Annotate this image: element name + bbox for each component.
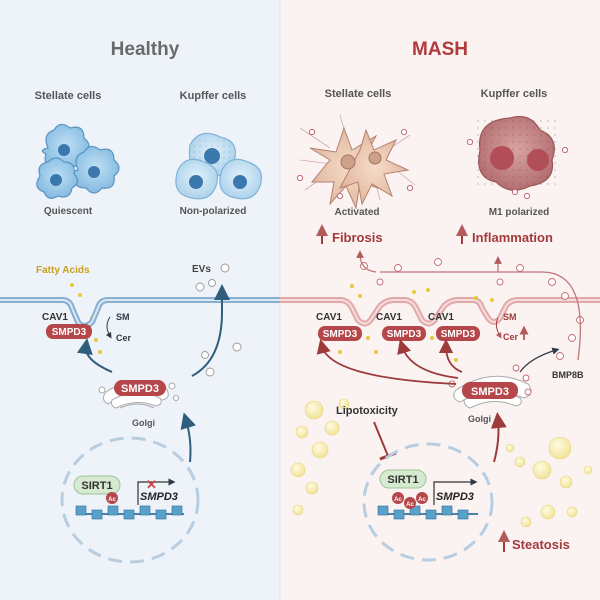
healthy-kupffer-label: Kupffer cells [180, 90, 247, 102]
evs-label: EVs [192, 264, 211, 275]
arrow-golgi-to-membrane-healthy [76, 338, 113, 373]
arrow-nucleus-to-golgi-healthy [180, 412, 196, 463]
sirt1-label-mash: SIRT1 [387, 474, 418, 486]
smpd3-membrane-mash-3 [436, 326, 480, 341]
arrow-golgi-to-membrane-mash-1 [316, 339, 457, 385]
smpd3-membrane-healthy-text: SMPD3 [52, 327, 87, 338]
ac-label-mash-3: Ac [418, 497, 426, 503]
fatty-acids-label: Fatty Acids [36, 265, 90, 276]
inflammation-label: Inflammation [472, 230, 553, 245]
golgi-label-mash: Golgi [468, 414, 491, 424]
arrow-nucleus-to-golgi-mash [490, 412, 507, 463]
gene-label-mash: SMPD3 [436, 491, 474, 503]
arrow-golgi-to-membrane-mash-2 [397, 339, 459, 379]
nucleus-mash: SIRT1 Ac Ac Ac SMPD3 [362, 442, 494, 562]
m1-polarized-label: M1 polarized [489, 207, 550, 218]
cav1-label-mash-1: CAV1 [316, 312, 342, 323]
non-polarized-label: Non-polarized [180, 206, 247, 217]
golgi-label-healthy: Golgi [132, 418, 155, 428]
healthy-stellate-label: Stellate cells [35, 90, 102, 102]
cer-label-mash: Cer [503, 332, 519, 342]
cav1-label-mash-3: CAV1 [428, 312, 454, 323]
smpd3-membrane-mash-1 [318, 326, 362, 341]
ac-label-mash-2: Ac [406, 502, 414, 508]
arrow-ev-release-healthy [191, 284, 230, 377]
inflammation-increase: Inflammation [456, 224, 553, 245]
sirt1-label-healthy: SIRT1 [81, 480, 112, 492]
repression-x-icon: ✕ [146, 477, 157, 492]
activated-stellate-cells [296, 114, 416, 210]
lipotoxicity-label: Lipotoxicity [336, 405, 399, 417]
ac-label-mash-1: Ac [394, 497, 402, 503]
smpd3-golgi-healthy-text: SMPD3 [121, 383, 159, 395]
steatosis-label: Steatosis [512, 537, 570, 552]
quiescent-stellate-cells [36, 123, 120, 199]
gene-label-healthy: SMPD3 [140, 491, 178, 503]
mash-kupffer-label: Kupffer cells [481, 88, 548, 100]
non-polarized-kupffer-cells [175, 132, 263, 200]
cer-label-healthy: Cer [116, 333, 132, 343]
sm-label-mash: SM [503, 312, 517, 322]
fibrosis-increase: Fibrosis [316, 224, 383, 245]
smpd3-golgi-mash-text: SMPD3 [471, 386, 509, 398]
quiescent-label: Quiescent [44, 206, 93, 217]
smpd3-membrane-healthy: SMPD3 [46, 324, 92, 339]
smpd3-membrane-mash-2 [382, 326, 426, 341]
lipotoxicity-inhibition [373, 421, 389, 457]
ac-label-healthy: Ac [108, 497, 116, 503]
m1-kupffer-cells [466, 115, 569, 200]
smpd3-membrane-mash-3-text: SMPD3 [441, 329, 476, 340]
cav1-label-mash-2: CAV1 [376, 312, 402, 323]
smpd3-membrane-mash-1-text: SMPD3 [323, 329, 358, 340]
cav1-label-healthy: CAV1 [42, 312, 68, 323]
arrow-golgi-to-membrane-mash-3 [438, 338, 463, 373]
golgi-healthy: SMPD3 [98, 380, 179, 409]
mash-stellate-label: Stellate cells [325, 88, 392, 100]
sm-label-healthy: SM [116, 312, 130, 322]
nucleus-healthy: SIRT1 Ac ✕ SMPD3 [60, 436, 200, 564]
activated-label: Activated [334, 207, 379, 218]
mash-title: MASH [412, 39, 468, 60]
ev-vesicles-healthy [195, 263, 242, 377]
cell-membrane-mash [280, 297, 600, 327]
ev-path-mash [380, 271, 581, 361]
lipid-droplets [290, 398, 593, 528]
fibrosis-label: Fibrosis [332, 230, 383, 245]
smpd3-membrane-mash-2-text: SMPD3 [387, 329, 422, 340]
bmp8b-label: BMP8B [552, 370, 584, 380]
healthy-title: Healthy [111, 39, 180, 60]
